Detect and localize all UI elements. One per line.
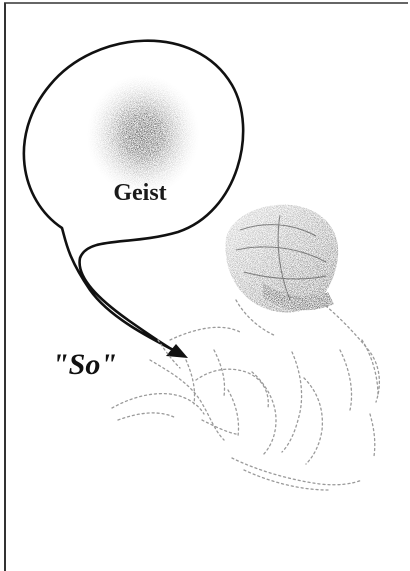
head-figure — [225, 205, 338, 313]
geist-label: Geist — [113, 180, 166, 206]
so-label: "So" — [52, 348, 117, 381]
body-sketch — [112, 300, 379, 490]
geist-cloud — [87, 75, 199, 195]
